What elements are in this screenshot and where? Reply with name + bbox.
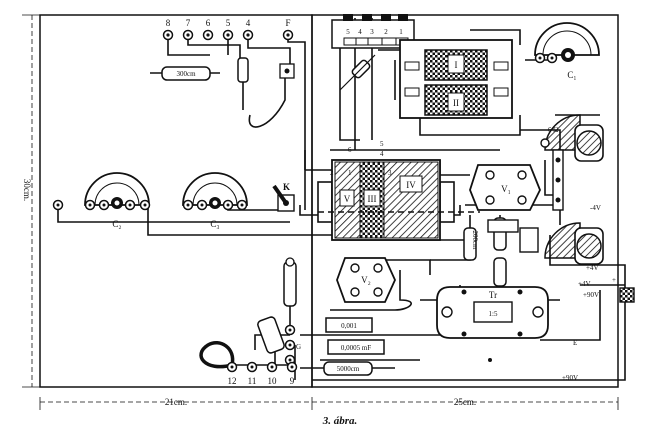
c3-label: C₃ [210,219,219,229]
terminal-5[interactable] [222,29,234,41]
transformer-top: I II [399,39,513,119]
tr-ratio-label: 1:5 [489,310,498,318]
terminal-label-f: F [285,18,290,28]
resistor-5000cm-label: 5000cm [337,365,360,373]
terminal-label-4: 4 [246,18,251,28]
terminal-7[interactable] [182,29,194,41]
v2-label: V₂ [361,275,371,285]
valve-socket-v1: V₁ [469,164,541,211]
terminal-left-edge[interactable] [52,199,64,211]
resistor-200cm-label: 200cm [471,230,479,250]
terminal-6[interactable] [202,29,214,41]
terminal-label-12: 12 [228,376,237,386]
coil-label-iii: III [368,194,377,204]
rheostat-upper[interactable]: 6 Ω [540,114,604,162]
terminal-lug-top [279,63,295,79]
crystal-detector[interactable] [339,54,376,91]
voltage-label-plus4v: +4V [586,264,599,272]
terminal-11[interactable] [246,361,258,373]
bottom-terminal-row: 12 11 10 9 [226,361,298,386]
resistor-5000cm: 5000cm [300,361,395,376]
coil-unit: V III IV 6 5 4 2 1 3 [317,140,480,241]
fuse-strip-right [552,149,564,211]
left-width-dimension-label: 21cm. [165,397,187,407]
transformer-tr: Tr 1:5 [436,286,549,339]
coil-terminal-label-4: 4 [380,150,384,158]
terminal-label-g: G [296,343,301,351]
resistor-300cm-label: 300cm [176,70,196,78]
coil-terminal-label-3: 3 [388,169,392,177]
coil-terminal-label-6: 6 [348,146,352,154]
terminal-block-label-1: 1 [399,28,403,36]
coil-terminal-label-1: 1 [348,169,352,177]
figure-caption: 3. ábra. [322,415,358,427]
battery-plug[interactable] [619,287,635,303]
variable-capacitor-c2[interactable]: C₂ [84,172,151,229]
terminal-label-5: 5 [226,18,231,28]
capacitor-0001-label: 0,001 [341,322,357,330]
terminal-9[interactable] [286,361,298,373]
right-width-dimension-label: 25cm. [454,397,476,407]
c2-label: C₂ [112,219,121,229]
coil-label-ii: II [453,98,459,108]
coil-label-v: V [344,194,351,204]
terminal-label-8: 8 [166,18,171,28]
terminal-label-7: 7 [186,18,191,28]
terminal-block-label-4: 4 [358,28,362,36]
variable-capacitor-c3[interactable]: C₃ [182,172,248,229]
tr-label: Tr [489,290,497,300]
variable-capacitor-c1[interactable]: C₁ [534,22,600,80]
rf-choke [283,257,297,307]
voltage-label-minus4v: -4V [590,204,601,212]
terminal-4[interactable] [242,29,254,41]
resistor-200cm: 200cm [463,227,479,261]
earth-label-e: E [573,339,577,347]
coupling-block [487,219,539,253]
fixed-capacitor-left [257,316,285,354]
capacitor-0001: 0,001 [325,317,373,333]
terminal-block-label-5: 5 [346,28,350,36]
coil-terminal-label-5: 5 [380,140,384,148]
capacitor-00005-label: 0,0005 mF [341,344,371,352]
terminal-f[interactable] [282,29,294,41]
terminal-label-11: 11 [248,376,257,386]
rheostat-lower[interactable] [544,222,604,265]
valve-socket-v2: V₂ [336,257,396,303]
resistor-small-top [237,57,249,83]
rheostat-label-6ohm: 6 Ω [548,126,558,134]
mounting-dot [488,358,492,362]
terminal-g-group[interactable]: G [284,324,302,366]
terminal-label-6: 6 [206,18,211,28]
coil-label-i: I [455,60,458,70]
resistor-low [493,257,507,287]
switch-k[interactable]: K [272,182,295,212]
resistor-300cm: 300cm [150,66,220,81]
terminal-8[interactable] [162,29,174,41]
voltage-label-plus4v-b: +4V [578,280,591,288]
voltage-label-plus90v: +90V [583,291,599,299]
top-terminal-row: 8 7 6 5 4 F [162,18,294,41]
terminal-label-10: 10 [268,376,278,386]
voltage-label-plus90v-b: +90V [562,374,578,382]
terminal-block-label-2: 2 [384,28,388,36]
v1-label: V₁ [501,184,511,194]
terminal-10[interactable] [266,361,278,373]
coil-label-iv: IV [406,180,416,190]
board-outline [39,14,619,410]
plus-sign-label: + [612,276,616,284]
capacitor-00005: 0,0005 mF [327,339,385,355]
terminal-label-9: 9 [290,376,295,386]
terminal-block-label-3: 3 [370,28,374,36]
c1-label: C₁ [567,70,576,80]
coil-terminal-label-2: 2 [330,169,334,177]
dimension-lines [22,14,618,403]
switch-k-label: K [283,182,290,192]
height-dimension-label: 30cm. [22,179,32,201]
terminal-12[interactable] [226,361,238,373]
antenna-loop [199,341,235,369]
